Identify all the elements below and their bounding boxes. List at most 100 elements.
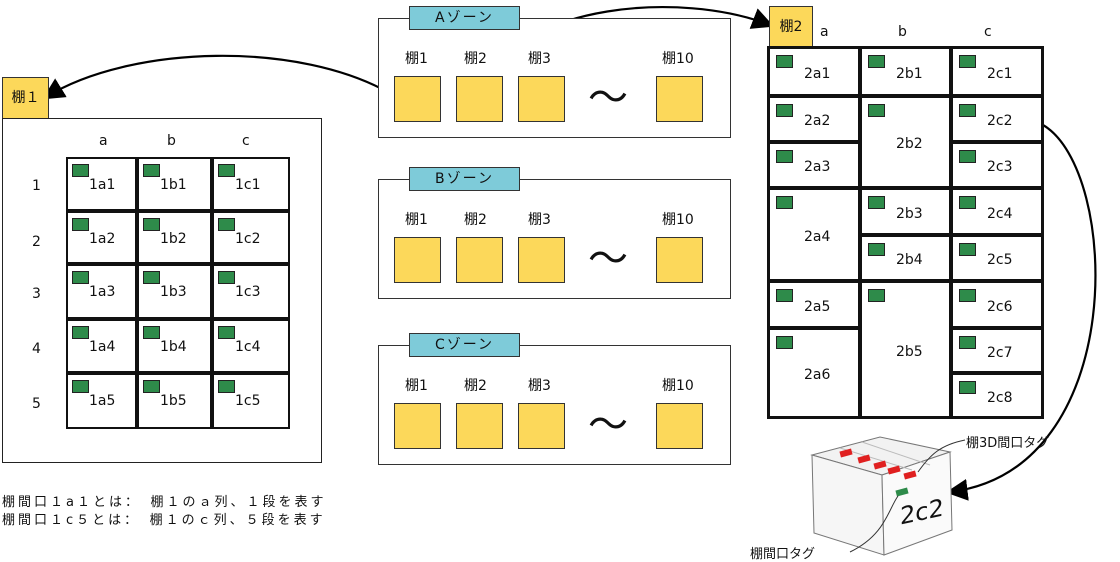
green-tag-icon — [72, 380, 89, 393]
shelf1-cell: 1a5 — [66, 373, 137, 429]
shelf1-cell-label: 1c4 — [235, 339, 261, 355]
shelf2-cell-label: 2b3 — [896, 206, 923, 222]
shelf1-cell-label: 1a4 — [89, 339, 116, 355]
green-tag-icon — [218, 218, 235, 231]
zone-shelf-box — [656, 403, 703, 449]
red-tag-1 — [839, 448, 853, 458]
shelf-3d-box — [810, 436, 966, 556]
zone-shelf-box — [394, 403, 441, 449]
shelf2-cell-label: 2c6 — [987, 299, 1013, 315]
shelf2-cell: 2c5 — [951, 235, 1043, 281]
shelf1-col-a: a — [99, 133, 108, 149]
green-tag-icon — [868, 196, 885, 209]
shelf2-cell-label: 2a6 — [804, 367, 831, 383]
arrow-to-3d-box — [945, 124, 1097, 501]
shelf2-col-b: b — [898, 24, 907, 40]
shelf2-cell-label: 2b5 — [896, 344, 923, 360]
green-tag-icon — [959, 150, 976, 163]
shelf1-cell-label: 1b4 — [160, 339, 187, 355]
green-tag-icon — [143, 218, 160, 231]
green-tag-icon — [218, 271, 235, 284]
shelf1-cell: 1c1 — [212, 157, 290, 211]
green-tag-icon — [143, 326, 160, 339]
zone-shelf-label: 棚10 — [662, 51, 694, 67]
zone-shelf-box — [656, 237, 703, 283]
green-tag-icon — [776, 336, 793, 349]
green-tag-icon — [143, 380, 160, 393]
shelf1-cell-label: 1b5 — [160, 393, 187, 409]
zone-shelf-label: 棚10 — [662, 212, 694, 228]
green-tag-icon — [218, 164, 235, 177]
zone-shelf-box — [394, 76, 441, 122]
shelf2-cell-label: 2c2 — [987, 113, 1013, 129]
green-tag-icon — [218, 326, 235, 339]
shelf1-col-c: c — [242, 133, 250, 149]
shelf1-cell: 1b4 — [137, 319, 212, 373]
shelf1-cell: 1b2 — [137, 211, 212, 264]
green-tag-icon — [776, 104, 793, 117]
green-tag-icon — [143, 271, 160, 284]
shelf1-cell: 1a3 — [66, 264, 137, 319]
shelf2-cell-label: 2c3 — [987, 159, 1013, 175]
shelf2-cell-label: 2b2 — [896, 136, 923, 152]
green-tag-icon — [868, 289, 885, 302]
shelf1-cell-label: 1a5 — [89, 393, 116, 409]
shelf2-cell-label: 2a1 — [804, 66, 831, 82]
zone-shelf-box — [518, 403, 565, 449]
shelf1-cell: 1a1 — [66, 157, 137, 211]
shelf2-cell: 2c1 — [951, 47, 1043, 96]
zone-shelf-label: 棚1 — [405, 212, 428, 228]
green-tag-icon — [218, 380, 235, 393]
shelf2-col-a: a — [820, 24, 829, 40]
zone-title: Bゾーン — [409, 167, 520, 191]
zone-shelf-box — [456, 237, 503, 283]
shelf1-row-4: 4 — [32, 341, 41, 357]
shelf2-cell: 2c2 — [951, 96, 1043, 142]
box3d-3d-tag-label: 棚3D間口タグ — [966, 436, 1050, 451]
shelf2-cell: 2a2 — [768, 96, 860, 142]
zone-title: Aゾーン — [409, 6, 520, 30]
shelf2-cell-label: 2c1 — [987, 66, 1013, 82]
shelf1-cell-label: 1c1 — [235, 177, 261, 193]
green-tag-icon — [959, 196, 976, 209]
shelf2-cell-label: 2c8 — [987, 390, 1013, 406]
green-tag-icon — [72, 326, 89, 339]
shelf2-cell: 2b3 — [860, 188, 951, 235]
shelf2-tag: 棚2 — [769, 6, 813, 48]
shelf1-row-2: 2 — [32, 234, 41, 250]
green-tag-icon — [72, 164, 89, 177]
shelf2-cell: 2b4 — [860, 235, 951, 281]
green-tag-icon — [868, 104, 885, 117]
red-tag-5 — [903, 470, 917, 480]
zone-shelf-label: 棚1 — [405, 378, 428, 394]
zone-shelf-box — [456, 76, 503, 122]
shelf2-cell: 2c6 — [951, 281, 1043, 328]
green-tag-icon — [868, 243, 885, 256]
shelf1-cell: 1c2 — [212, 211, 290, 264]
arrow-to-shelf1 — [42, 54, 394, 100]
shelf1-row-3: 3 — [32, 286, 41, 302]
green-tag-icon — [143, 164, 160, 177]
zone-shelf-label: 棚10 — [662, 378, 694, 394]
shelf1-cell: 1a2 — [66, 211, 137, 264]
zone-tilde: 〜 — [588, 75, 628, 121]
shelf2-cell: 2b1 — [860, 47, 951, 96]
zone-shelf-label: 棚3 — [528, 212, 551, 228]
shelf2-cell: 2b5 — [860, 281, 951, 418]
shelf1-cell-label: 1b3 — [160, 284, 187, 300]
shelf2-cell-label: 2a3 — [804, 159, 831, 175]
shelf1-cell-label: 1a3 — [89, 284, 116, 300]
shelf2-cell: 2a4 — [768, 188, 860, 281]
shelf1-cell-label: 1a1 — [89, 177, 116, 193]
shelf2-cell-label: 2c4 — [987, 206, 1013, 222]
shelf2-cell-label: 2a2 — [804, 113, 831, 129]
zone-shelf-box — [656, 76, 703, 122]
green-tag-icon — [959, 289, 976, 302]
green-tag-icon — [959, 104, 976, 117]
zone-shelf-label: 棚2 — [464, 378, 487, 394]
green-tag-icon — [959, 336, 976, 349]
shelf2-cell-label: 2a5 — [804, 299, 831, 315]
shelf2-cell: 2c8 — [951, 373, 1043, 418]
red-tag-3 — [873, 460, 887, 470]
shelf1-cell: 1b5 — [137, 373, 212, 429]
